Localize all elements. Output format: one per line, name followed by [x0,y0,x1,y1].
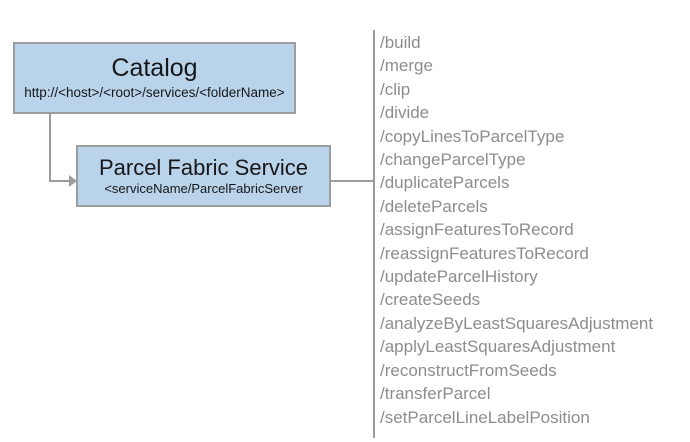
connector-catalog-vertical [49,114,51,182]
operations-divider [373,30,375,438]
parcel-fabric-service-node[interactable]: Parcel Fabric Service <serviceName/Parce… [76,145,331,207]
operation-item[interactable]: /analyzeByLeastSquaresAdjustment [380,313,654,333]
catalog-node-title: Catalog [111,53,198,82]
operation-item[interactable]: /clip [380,79,411,99]
operation-item[interactable]: /build [380,33,421,52]
arrowhead-icon [69,175,77,187]
connector-catalog-horizontal [49,180,71,182]
operation-item[interactable]: /changeParcelType [380,150,526,170]
operation-item[interactable]: /applyLeastSquaresAdjustment [380,337,616,357]
operation-item[interactable]: /copyLinesToParcelType [380,126,565,146]
operation-item[interactable]: /duplicateParcels [380,173,510,193]
operation-item[interactable]: /setParcelLineLabelPosition [380,407,590,427]
connector-service-to-operations [331,180,375,182]
operation-item[interactable]: /reconstructFromSeeds [380,360,557,380]
parcel-fabric-service-title: Parcel Fabric Service [98,154,309,180]
operation-item[interactable]: /divide [380,103,430,123]
operation-item[interactable]: /merge [380,56,433,76]
operation-item[interactable]: /updateParcelHistory [380,267,538,287]
operation-item[interactable]: /deleteParcels [380,196,488,216]
catalog-node-url: http://<host>/<root>/services/<folderNam… [24,85,285,101]
operation-item[interactable]: /assignFeaturesToRecord [380,220,574,240]
operations-list: /build /merge /clip /divide /copyLinesTo… [380,31,680,429]
operation-item[interactable]: /createSeeds [380,290,481,310]
operation-item[interactable]: /transferParcel [380,384,491,404]
parcel-fabric-service-path: <serviceName/ParcelFabricServer [104,180,303,196]
catalog-node[interactable]: Catalog http://<host>/<root>/services/<f… [13,42,296,114]
operation-item[interactable]: /reassignFeaturesToRecord [380,243,589,263]
